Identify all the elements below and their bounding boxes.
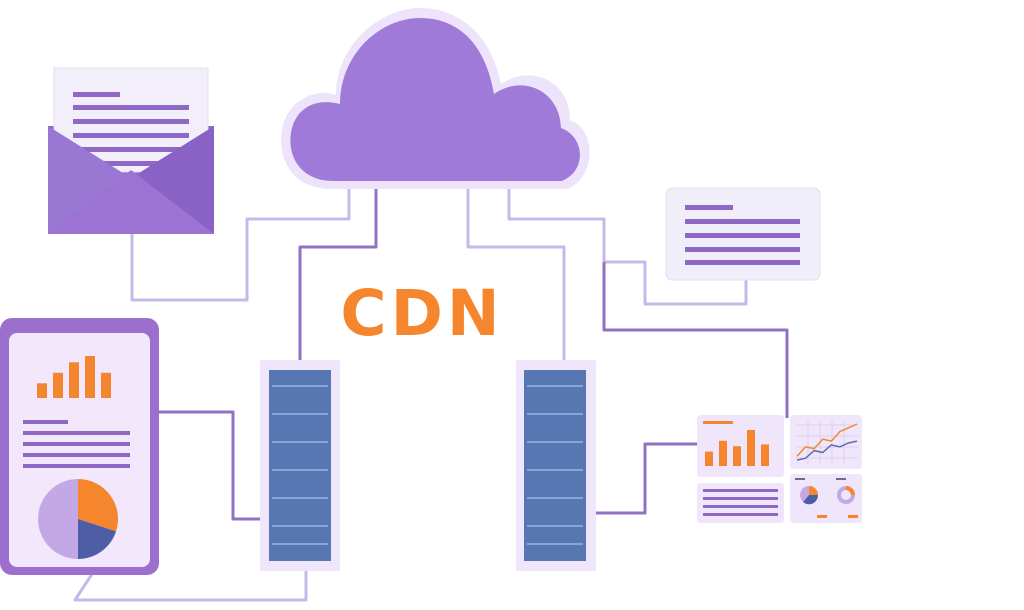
connector-server-right-cloud (466, 183, 566, 360)
envelope-letter-lines (73, 92, 189, 166)
connector-cloud-dashboard (602, 262, 789, 418)
tablet-text-lines (23, 420, 130, 468)
connector-tablet-server (158, 410, 262, 521)
server-rack-lines (272, 385, 328, 545)
line-chart-icon (796, 423, 858, 461)
server-icon (516, 360, 596, 571)
bar (69, 362, 79, 398)
line-series (796, 440, 858, 461)
line-series (796, 423, 858, 457)
bar (85, 356, 95, 398)
bar (705, 451, 713, 466)
bar (747, 430, 755, 466)
connector-cloud-document (507, 183, 748, 306)
pie-slice (38, 479, 78, 559)
pie-chart-icon (800, 486, 855, 505)
bar (53, 372, 63, 398)
connector-server-dashboard (596, 442, 697, 515)
pie-slice (78, 519, 117, 559)
cloud-icon (280, 8, 590, 189)
connector-server-left-cloud (298, 183, 378, 360)
cdn-label: CDN (340, 277, 504, 350)
connector-envelope-cloud (130, 183, 351, 302)
document-icon (665, 187, 821, 281)
bar (733, 446, 741, 466)
dashboard-icon (697, 415, 862, 523)
connector-tablet-bottom (73, 571, 308, 602)
server-icon (260, 360, 340, 571)
dashboard-text-lines (703, 489, 778, 516)
document-text-lines (685, 205, 800, 265)
pie-chart-icon (38, 479, 118, 559)
bar-chart-icon (705, 430, 769, 466)
bar (101, 372, 111, 398)
bar (719, 440, 727, 466)
tablet-icon (0, 318, 159, 575)
envelope-icon (48, 67, 214, 234)
bar-chart-icon (37, 356, 111, 398)
server-rack-lines (527, 385, 583, 545)
bar (761, 444, 769, 466)
bar (37, 383, 47, 398)
pie-slice (78, 479, 118, 532)
connectors (73, 183, 789, 602)
